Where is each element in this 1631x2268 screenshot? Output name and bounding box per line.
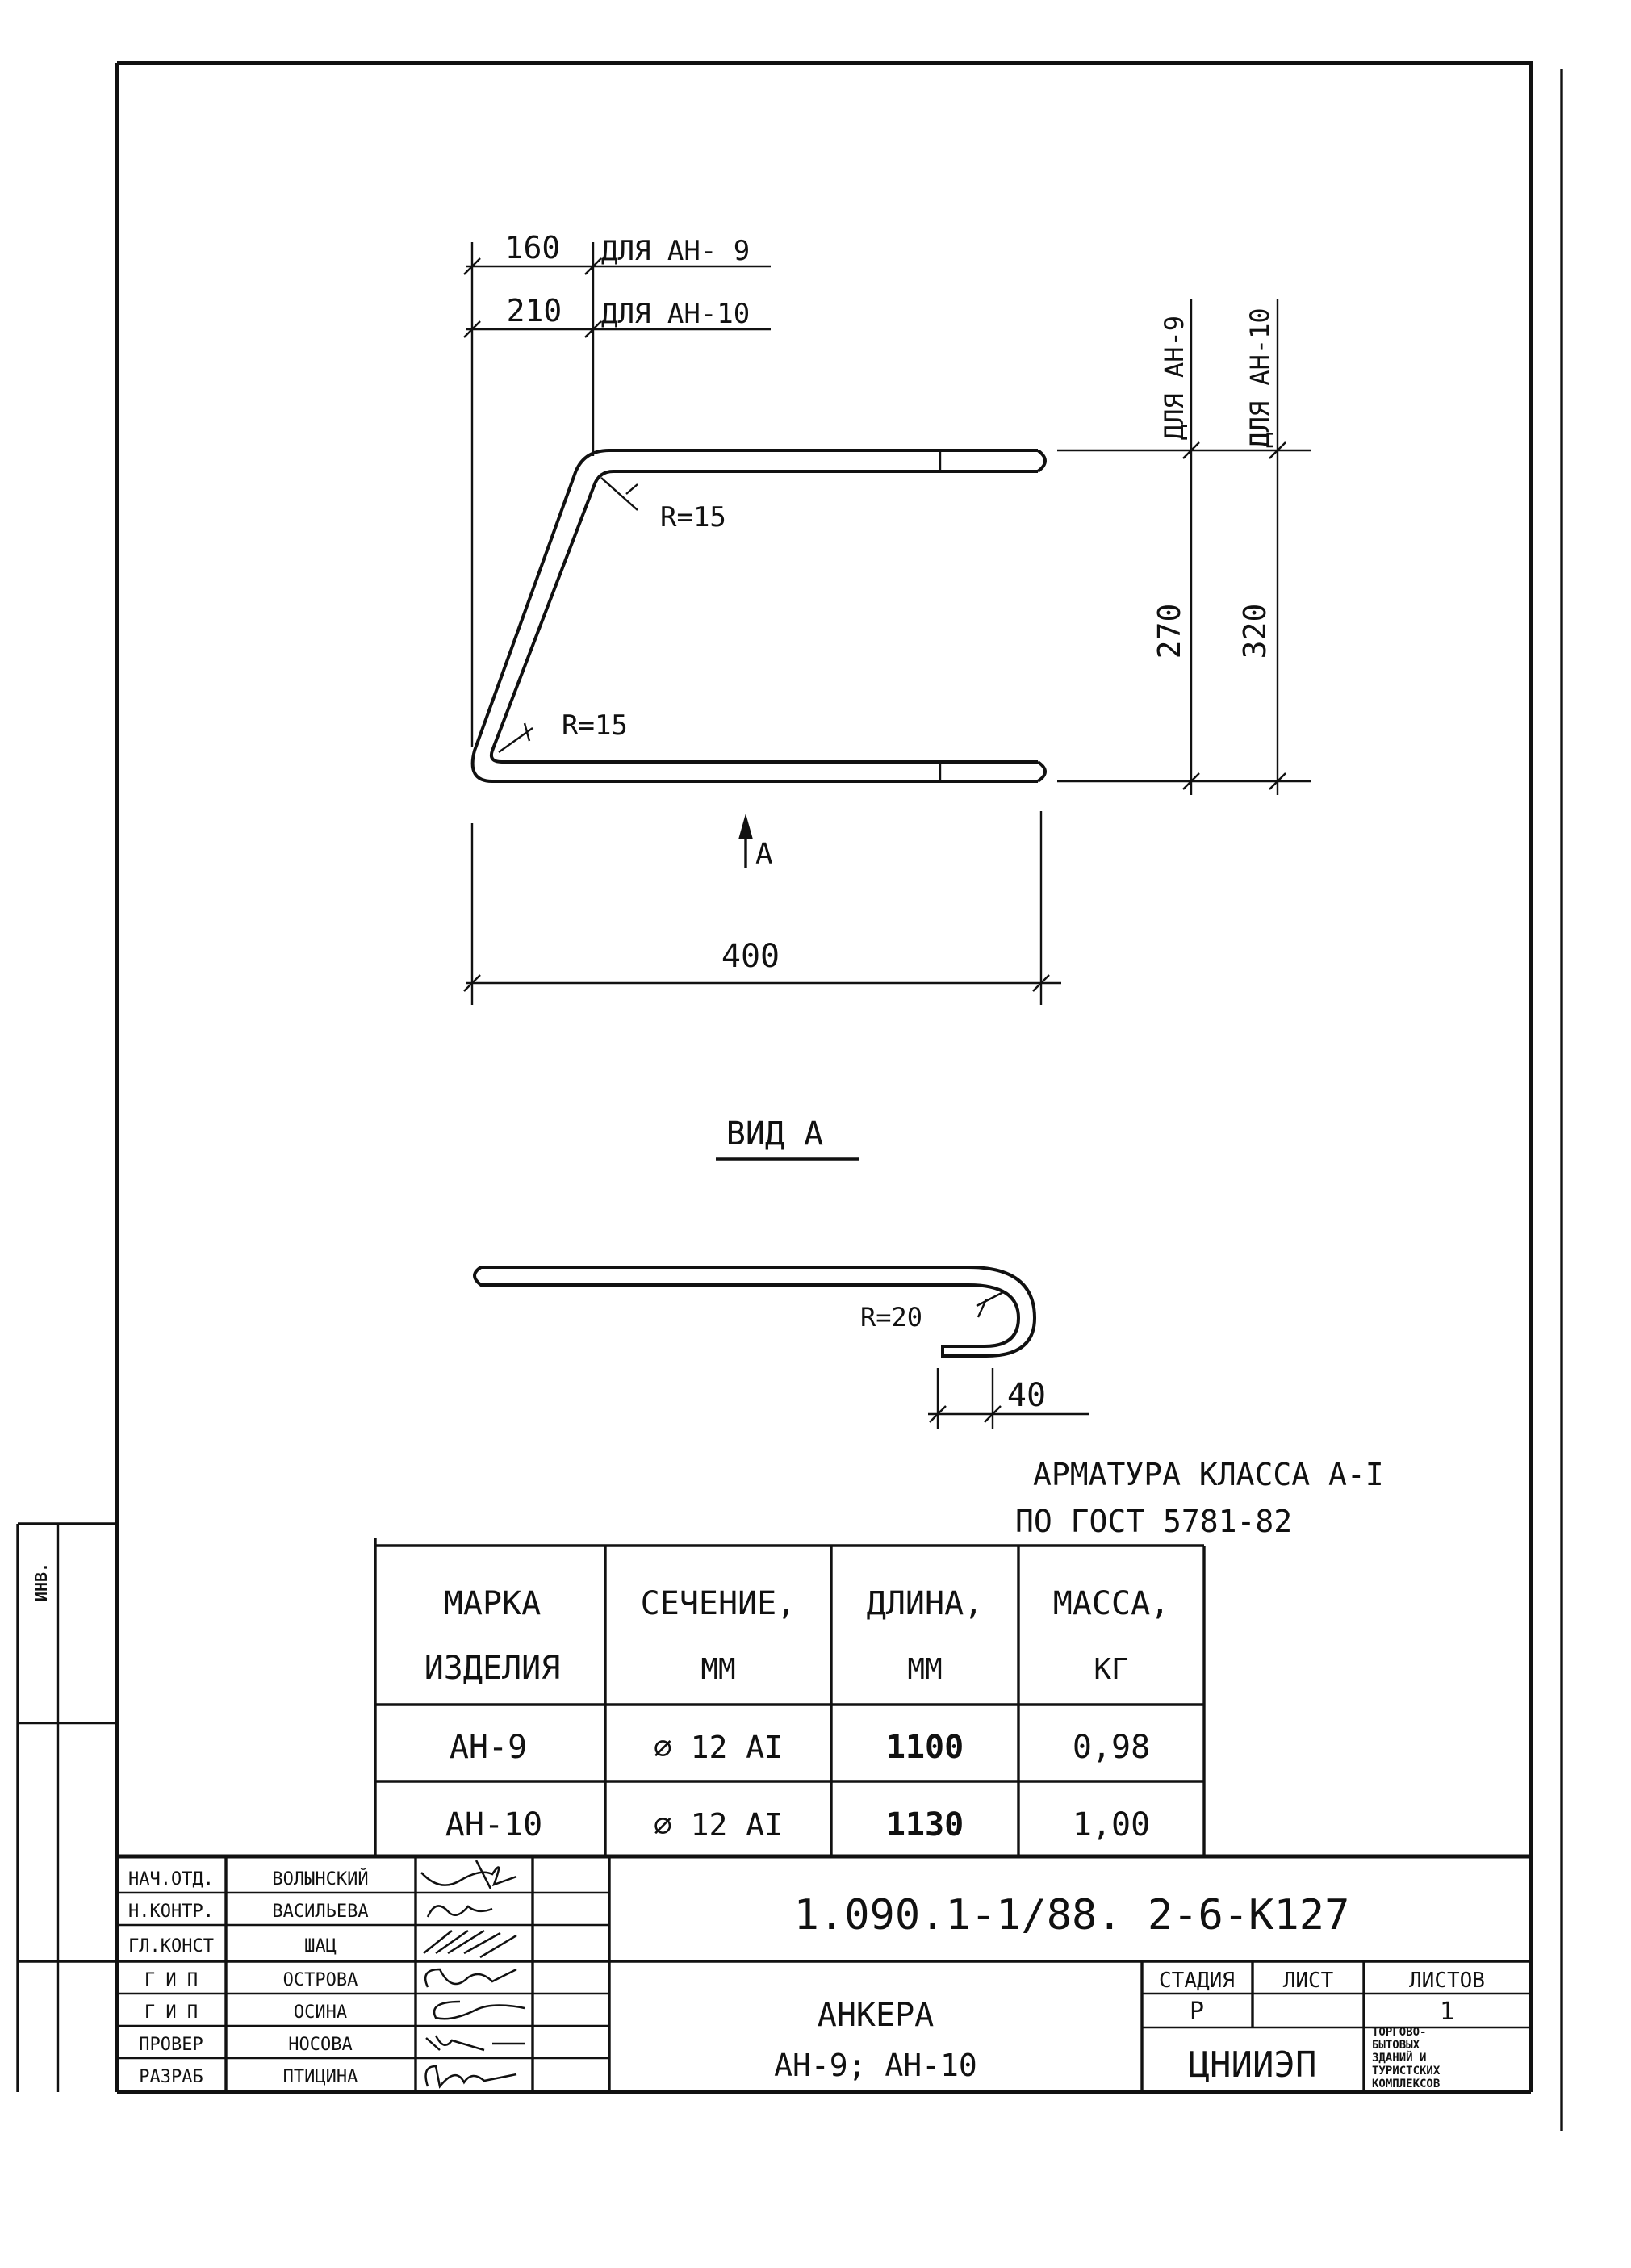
org-note-line-3: ЗДАНИЙ И <box>1372 2051 1426 2065</box>
name-cell: НОСОВА <box>288 2035 352 2055</box>
sheet-header: ЛИСТ <box>1283 1969 1334 1993</box>
dim-320-note: ДЛЯ АН-10 <box>1244 308 1275 447</box>
row-2-mass: 1,00 <box>1073 1806 1150 1843</box>
header-length-line2: ММ <box>907 1653 942 1686</box>
signature-row: Г И П ОСТРОВА <box>144 1970 358 1990</box>
left-margin-strip: ИНВ. <box>16 1522 117 2092</box>
dimension-400: 400 <box>463 811 1061 1005</box>
header-length-line1: ДЛИНА, <box>867 1585 984 1622</box>
anchor-main-view: R=15 R=15 <box>470 449 1047 783</box>
sheets-header: ЛИСТОВ <box>1409 1969 1485 1993</box>
header-mark-line1: МАРКА <box>444 1585 541 1622</box>
right-dimensions: 270 ДЛЯ АН-9 320 ДЛЯ АН-10 <box>1057 299 1311 795</box>
sheet-frame <box>115 61 1563 2131</box>
dim-160-note: ДЛЯ АН- 9 <box>601 235 750 267</box>
signature-row: ПРОВЕР НОСОВА <box>139 2035 352 2055</box>
row-1-section: ⌀ 12 АI <box>654 1730 783 1765</box>
organization-note: ТОРГОВО- БЫТОВЫХ ЗДАНИЙ И ТУРИСТСКИХ КОМ… <box>1372 2026 1441 2090</box>
row-2-section: ⌀ 12 АI <box>654 1807 783 1843</box>
row-2-length: 1130 <box>886 1806 964 1843</box>
view-arrow-label: А <box>755 838 773 871</box>
org-note-line-4: ТУРИСТСКИХ <box>1372 2065 1441 2078</box>
name-cell: ОСИНА <box>294 2002 347 2023</box>
name-cell: ВОЛЫНСКИЙ <box>272 1868 368 1889</box>
radius-top-label: R=15 <box>660 501 726 534</box>
drawing-title-line-1: АНКЕРА <box>818 1997 935 2034</box>
radius-view-label: R=20 <box>860 1302 922 1333</box>
signature-row: НАЧ.ОТД. ВОЛЫНСКИЙ <box>128 1868 369 1889</box>
row-1-mark: АН-9 <box>450 1729 527 1766</box>
role-cell: РАЗРАБ <box>139 2067 203 2087</box>
anchor-bar-inner <box>489 470 1038 764</box>
signature-row: ГЛ.КОНСТ ШАЦ <box>128 1936 337 1956</box>
table-row: АН-10 ⌀ 12 АI 1130 1,00 <box>445 1806 1150 1843</box>
role-cell: ГЛ.КОНСТ <box>128 1936 214 1956</box>
signature-row: РАЗРАБ ПТИЦИНА <box>139 2067 358 2087</box>
row-2-mark: АН-10 <box>445 1806 542 1843</box>
dim-270-value: 270 <box>1152 604 1187 659</box>
view-a-title: ВИД А <box>726 1115 823 1153</box>
role-cell: Н.КОНТР. <box>128 1902 214 1922</box>
handwritten-signatures <box>420 1860 525 2089</box>
title-block: 1.090.1-1/88. 2-6-К127 АНКЕРА АН-9; АН-1… <box>18 1854 1531 2092</box>
drawing-title-line-2: АН-9; АН-10 <box>774 2048 977 2083</box>
spec-table: МАРКА ИЗДЕЛИЯ СЕЧЕНИЕ, ММ ДЛИНА, ММ МАСС… <box>374 1538 1206 1856</box>
material-note: АРМАТУРА КЛАССА А-I ПО ГОСТ 5781-82 <box>1015 1457 1384 1539</box>
role-cell: Г И П <box>144 2002 198 2023</box>
role-cell: Г И П <box>144 1970 198 1990</box>
name-cell: ПТИЦИНА <box>283 2067 358 2087</box>
header-mark-line2: ИЗДЕЛИЯ <box>424 1650 561 1687</box>
org-note-line-1: ТОРГОВО- <box>1372 2026 1426 2039</box>
header-mass-line1: МАССА, <box>1053 1585 1170 1622</box>
row-1-mass: 0,98 <box>1073 1729 1150 1766</box>
anchor-bar-outer <box>470 449 1038 783</box>
name-cell: ОСТРОВА <box>283 1970 358 1990</box>
role-cell: ПРОВЕР <box>139 2035 203 2055</box>
header-section-line2: ММ <box>700 1653 735 1686</box>
radius-bottom-label: R=15 <box>562 709 628 742</box>
view-a-arrow: А <box>738 814 773 871</box>
header-mass-line2: КГ <box>1094 1653 1128 1686</box>
dim-210-note: ДЛЯ АН-10 <box>601 298 750 330</box>
sheets-value: 1 <box>1440 1998 1454 2026</box>
stage-header: СТАДИЯ <box>1159 1969 1235 1993</box>
dim-400-value: 400 <box>721 938 780 975</box>
top-dimensions: 160 ДЛЯ АН- 9 210 ДЛЯ АН-10 <box>463 230 771 747</box>
table-row: АН-9 ⌀ 12 АI 1100 0,98 <box>450 1729 1150 1766</box>
name-cell: ВАСИЛЬЕВА <box>272 1902 368 1922</box>
stage-value: Р <box>1190 1998 1204 2026</box>
row-1-length: 1100 <box>886 1729 964 1766</box>
spec-table-header: МАРКА ИЗДЕЛИЯ СЕЧЕНИЕ, ММ ДЛИНА, ММ МАСС… <box>424 1585 1170 1687</box>
inventory-label: ИНВ. <box>31 1563 51 1601</box>
dim-40-value: 40 <box>1007 1377 1046 1414</box>
name-cell: ШАЦ <box>304 1936 337 1956</box>
org-note-line-2: БЫТОВЫХ <box>1372 2039 1420 2052</box>
signature-row: Н.КОНТР. ВАСИЛЬЕВА <box>128 1902 369 1922</box>
material-line-1: АРМАТУРА КЛАССА А-I <box>1033 1457 1384 1492</box>
document-code: 1.090.1-1/88. 2-6-К127 <box>794 1891 1350 1940</box>
dim-320-value: 320 <box>1237 604 1273 659</box>
organization-name: ЦНИИЭП <box>1189 2044 1317 2086</box>
header-section-line1: СЕЧЕНИЕ, <box>641 1585 797 1622</box>
org-note-line-5: КОМПЛЕКСОВ <box>1372 2078 1440 2090</box>
material-line-2: ПО ГОСТ 5781-82 <box>1015 1504 1292 1539</box>
dim-270-note: ДЛЯ АН-9 <box>1159 316 1190 440</box>
dim-160-value: 160 <box>505 230 561 266</box>
view-a-bar <box>473 1266 1037 1358</box>
view-a: ВИД А R=20 40 <box>473 1115 1089 1429</box>
signatures-list: НАЧ.ОТД. ВОЛЫНСКИЙ Н.КОНТР. ВАСИЛЬЕВА ГЛ… <box>128 1868 369 2087</box>
signature-row: Г И П ОСИНА <box>144 2002 347 2023</box>
dim-210-value: 210 <box>507 293 562 328</box>
role-cell: НАЧ.ОТД. <box>128 1869 214 1889</box>
